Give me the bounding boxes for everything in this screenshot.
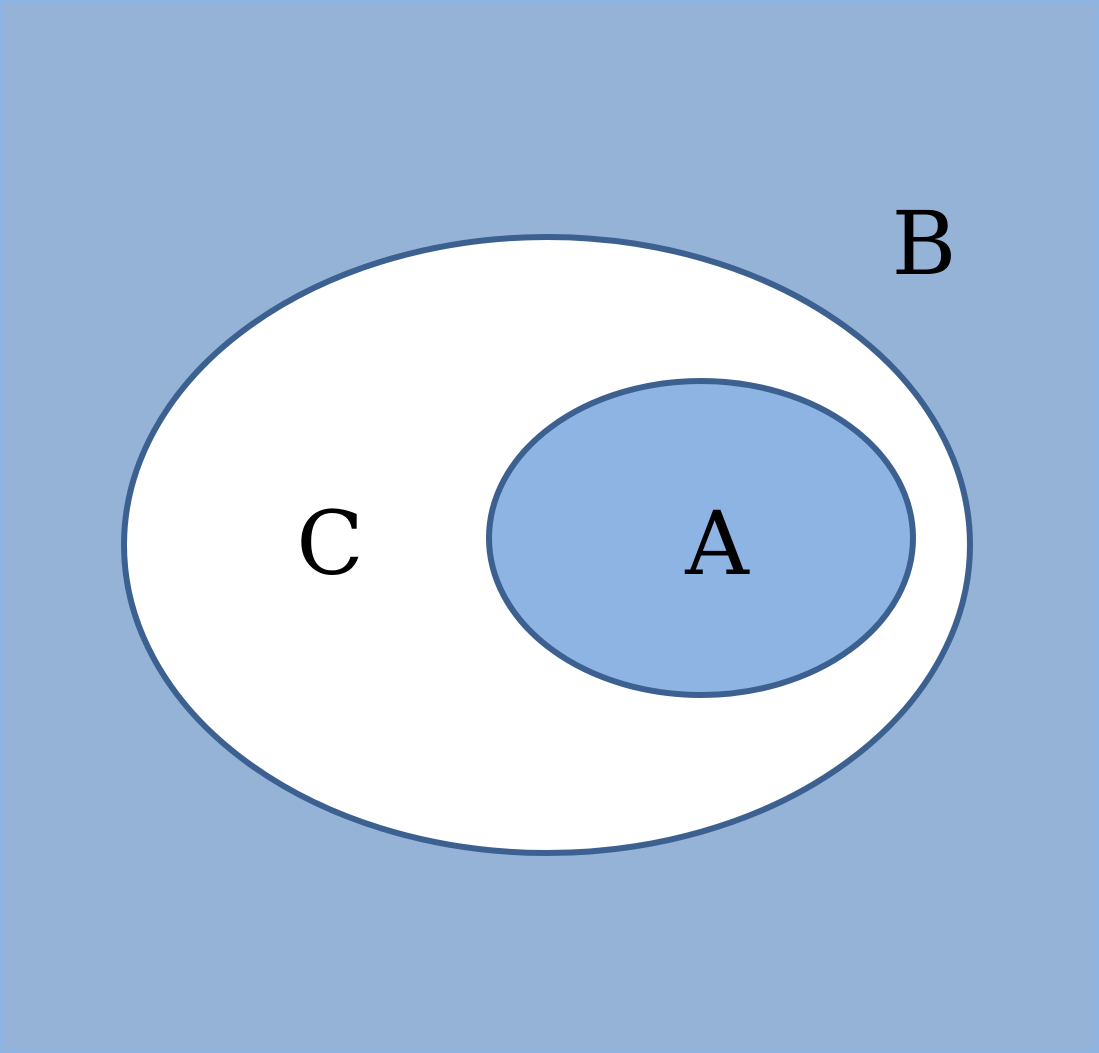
set-a-ellipse [486,378,916,698]
set-a-label: A [684,492,750,595]
set-b-label: B [892,192,957,295]
set-c-label: C [296,492,363,595]
